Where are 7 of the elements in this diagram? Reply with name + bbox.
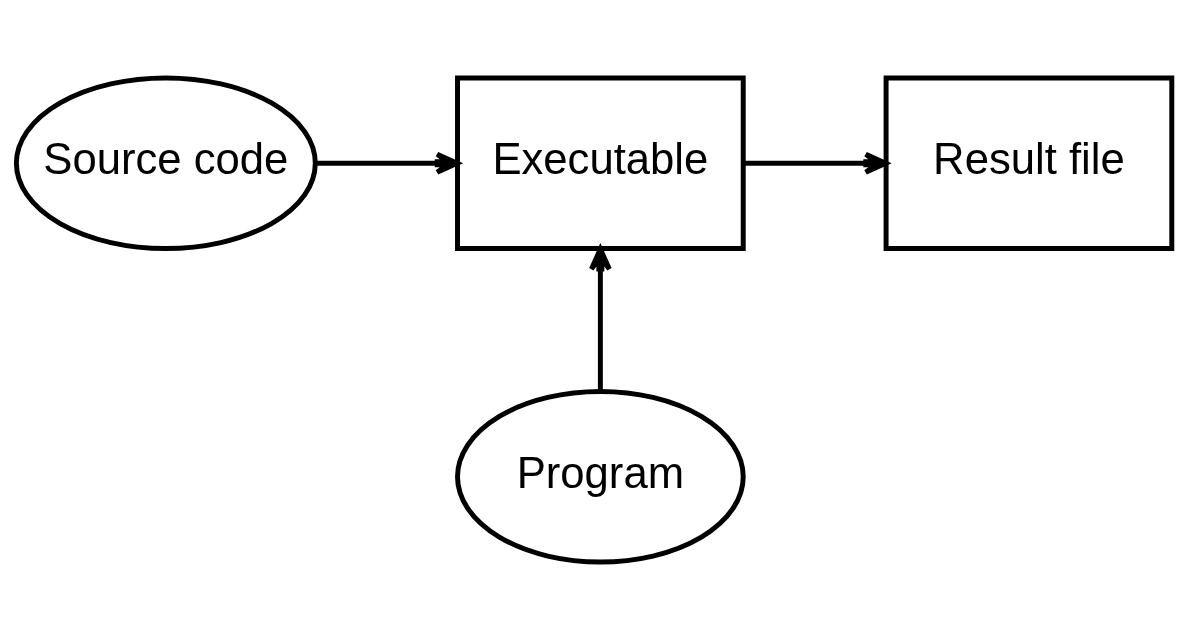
node-ellipse: Source code (13, 74, 318, 251)
arrow (316, 151, 460, 175)
node-box: Result file (883, 74, 1175, 251)
node-ellipse: Program (455, 388, 746, 565)
arrow (743, 151, 889, 175)
arrow (588, 246, 612, 391)
node-box: Executable (455, 74, 746, 251)
